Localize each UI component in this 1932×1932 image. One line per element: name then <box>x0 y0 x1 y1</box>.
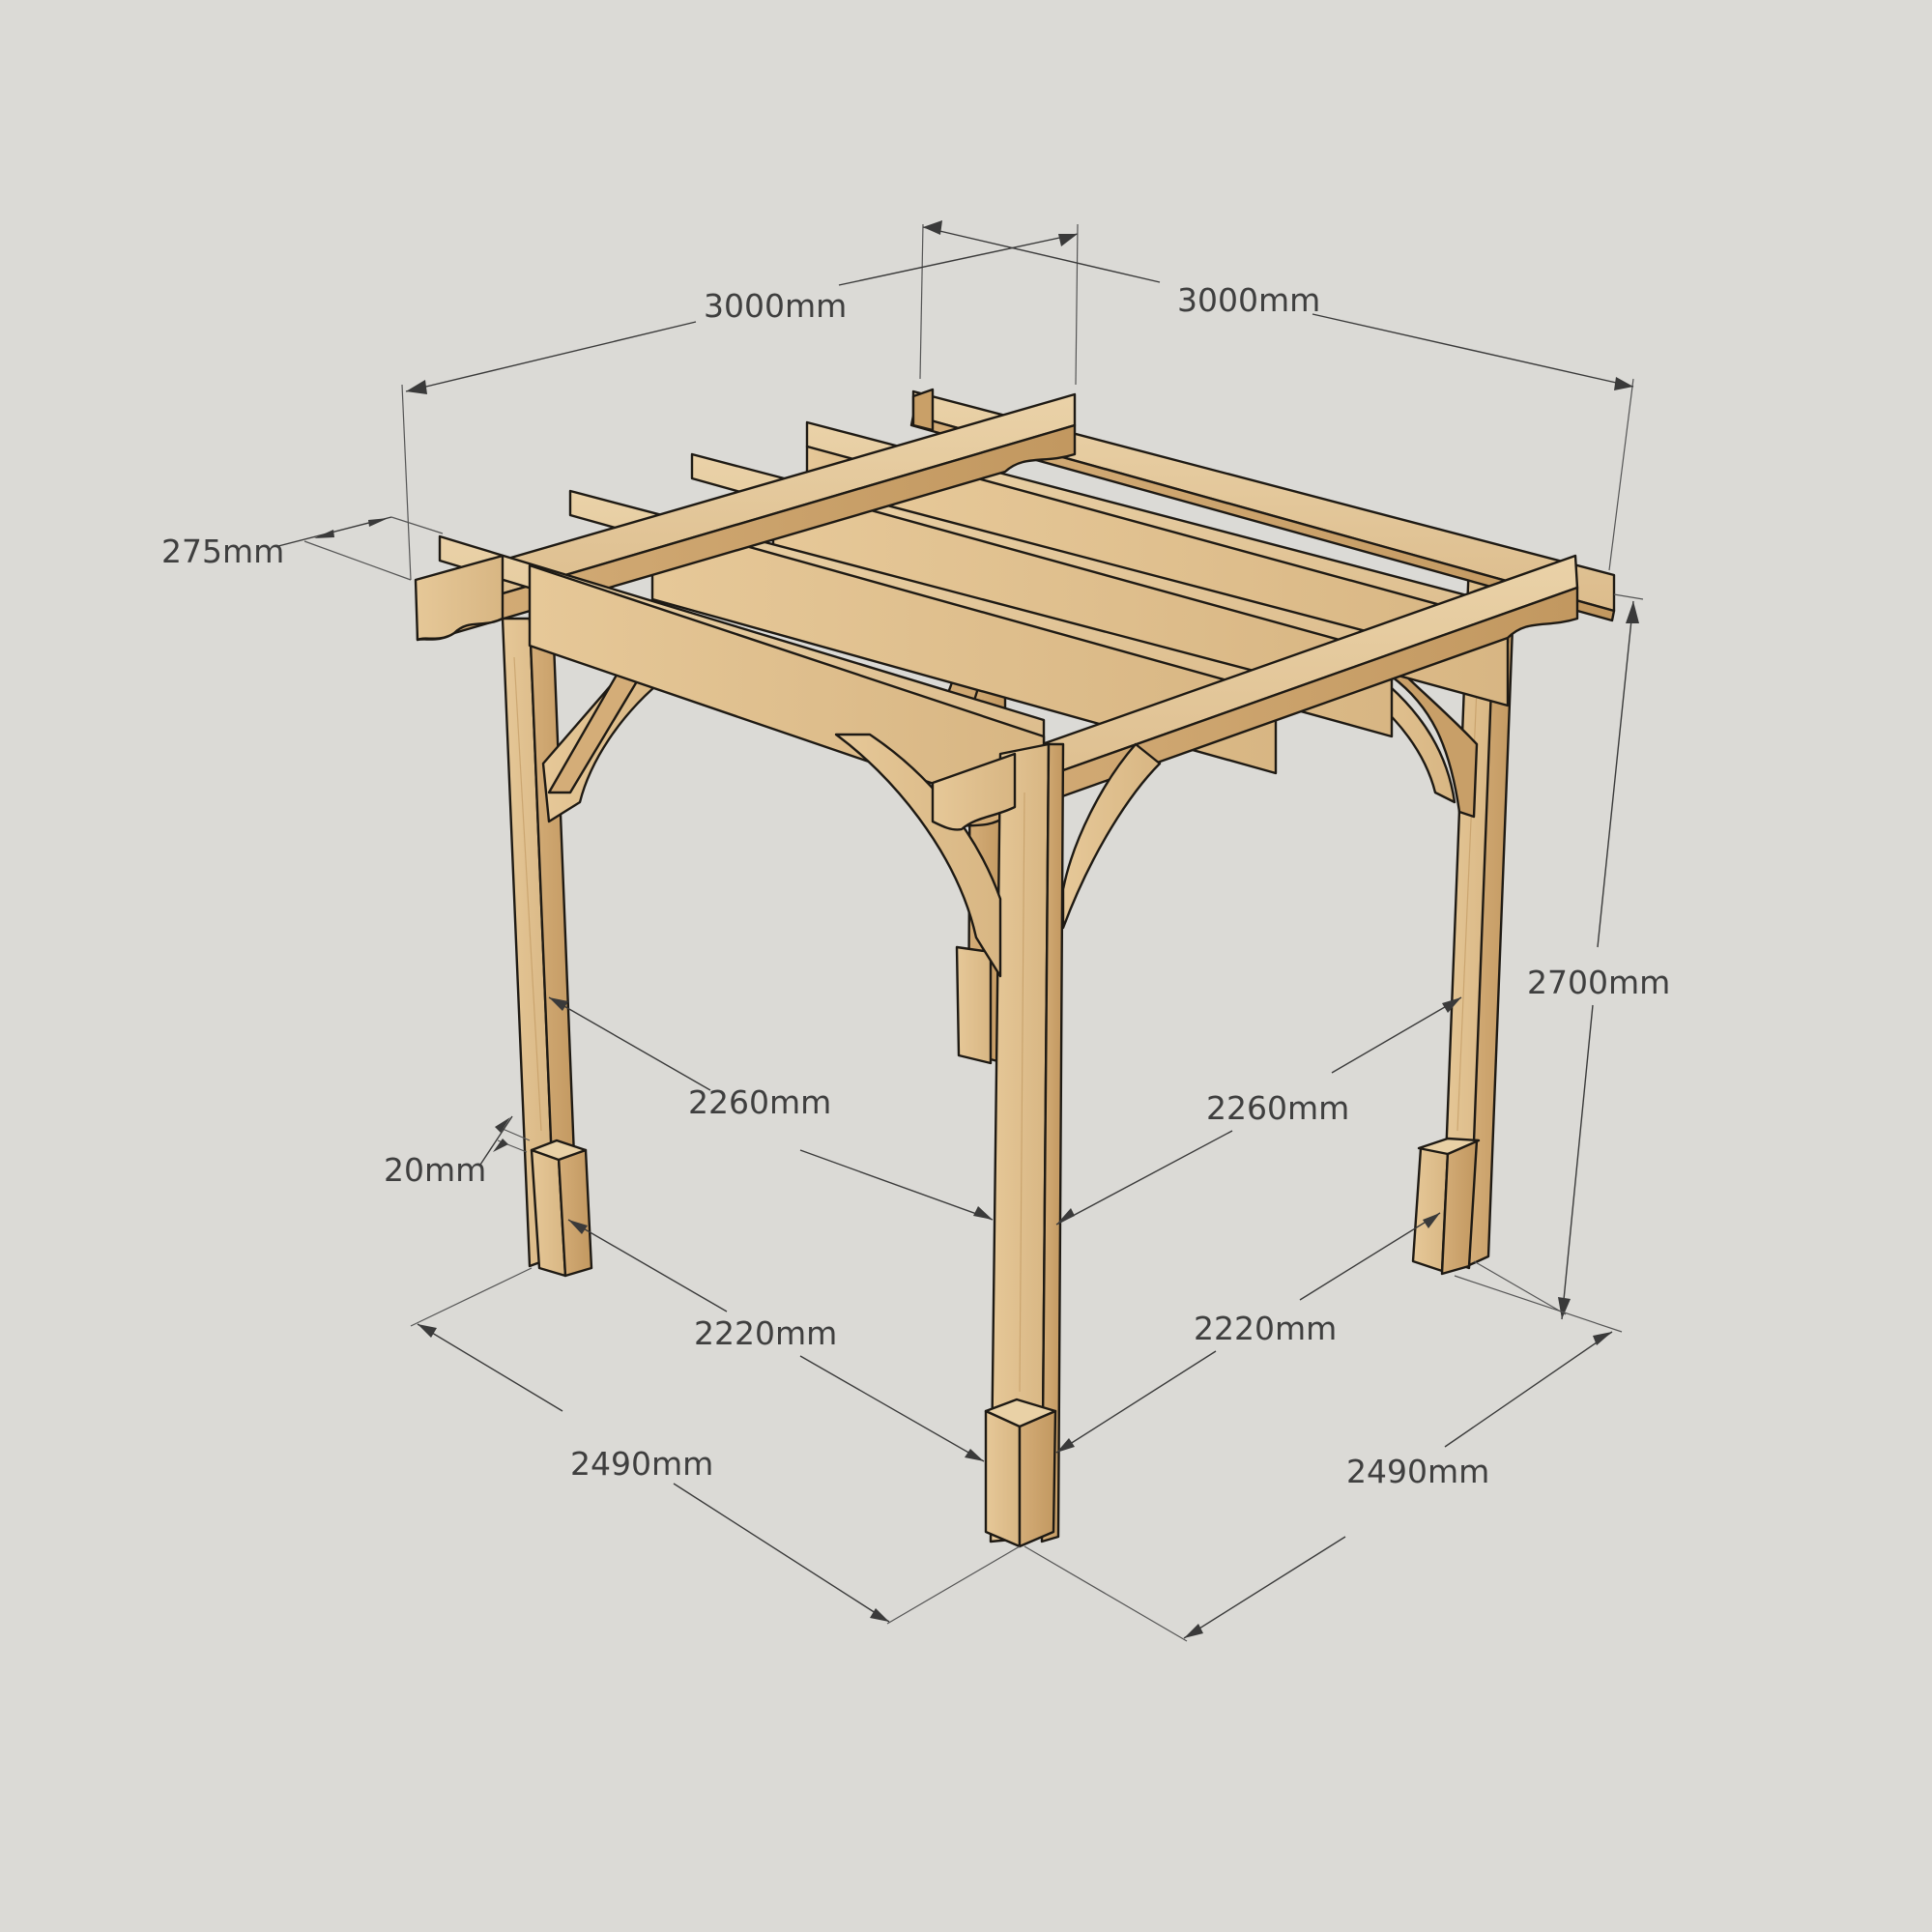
label-275mm: 275mm <box>161 533 284 570</box>
dimension-beam-depth: 275mm <box>161 516 444 581</box>
label-2220mm-right: 2220mm <box>1194 1310 1337 1347</box>
rafter-1 <box>909 388 1616 622</box>
dimension-top-width-right: 3000mm <box>922 220 1634 571</box>
left-post <box>501 617 593 1278</box>
corner-bracket-front-left <box>414 554 505 642</box>
dimension-post-span-left: 2260mm <box>548 996 994 1221</box>
dimension-base-outer-right: 2490mm <box>1024 1275 1623 1642</box>
label-3000mm-left: 3000mm <box>704 287 847 325</box>
dimension-base-outer-left: 2490mm <box>410 1267 1021 1625</box>
dimension-sleeve-thickness: 20mm <box>384 1115 531 1189</box>
dimension-base-span-left: 2220mm <box>567 1219 985 1462</box>
label-2260mm-right: 2260mm <box>1206 1089 1349 1127</box>
dimension-base-span-right: 2220mm <box>1055 1212 1441 1454</box>
label-2700mm: 2700mm <box>1527 964 1670 1001</box>
label-2490mm-right: 2490mm <box>1346 1453 1489 1490</box>
label-20mm: 20mm <box>384 1151 486 1189</box>
corner-bracket-front <box>931 752 1017 831</box>
label-3000mm-right: 3000mm <box>1177 281 1320 319</box>
cross-beam-front <box>931 554 1579 831</box>
dimension-overall-height: 2700mm <box>1473 593 1670 1320</box>
label-2490mm-left: 2490mm <box>570 1445 713 1483</box>
front-knee-braces <box>834 733 1162 978</box>
label-2220mm-left: 2220mm <box>694 1314 837 1352</box>
dimension-post-span-right: 2260mm <box>1055 996 1462 1226</box>
dimension-top-width-left: 3000mm <box>401 223 1079 581</box>
label-2260mm-left: 2260mm <box>688 1083 831 1121</box>
front-post <box>984 742 1065 1548</box>
